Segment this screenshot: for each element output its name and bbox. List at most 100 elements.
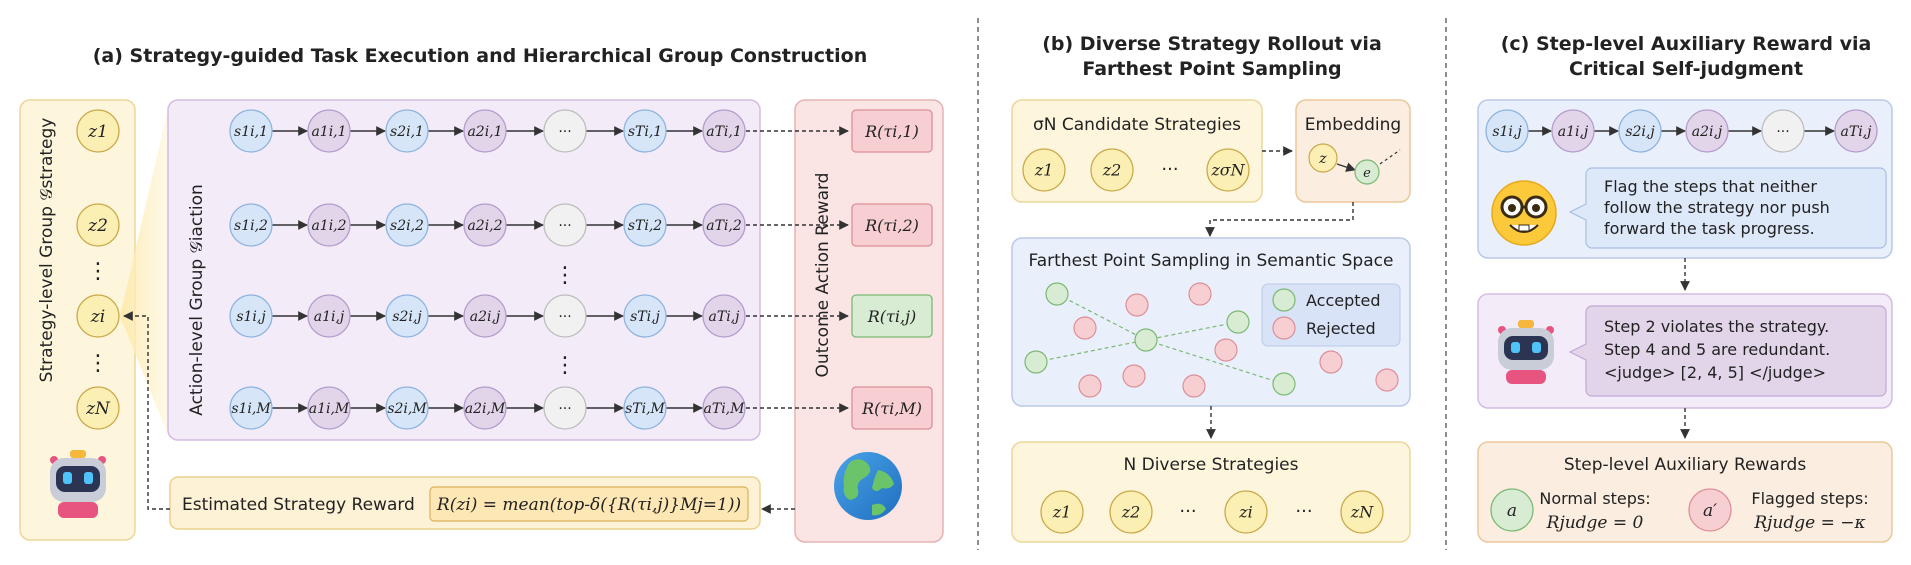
prompt-bubble xyxy=(1568,167,1887,249)
globe-icon xyxy=(834,452,902,520)
fps-rejected-point xyxy=(1182,374,1206,398)
candidate-node-1-text: z2 xyxy=(1102,161,1122,180)
action-node-3-1-text: a1i,M xyxy=(309,401,350,417)
action-node-1-2: s2i,2 xyxy=(385,203,429,247)
panel-b-title-line2: Farthest Point Sampling xyxy=(1082,58,1341,80)
fps-rejected-point xyxy=(1122,364,1146,388)
chain-node-0-text: s1i,j xyxy=(1492,124,1522,140)
action-node-3-3: a2i,M xyxy=(463,386,507,430)
fps-accepted-point xyxy=(1045,282,1069,306)
strategy-node-5: zN xyxy=(76,386,120,430)
strategy-node-3-text: zi xyxy=(90,307,105,327)
action-node-1-6: aTi,2 xyxy=(702,203,746,247)
diverse-label: N Diverse Strategies xyxy=(1124,455,1299,475)
prompt-line-2: follow the strategy nor push xyxy=(1604,198,1830,217)
diverse-node-3-text: zi xyxy=(1238,503,1253,522)
action-node-0-2: s2i,1 xyxy=(385,109,429,153)
normal-step-node xyxy=(1490,488,1534,532)
action-node-0-5: sTi,1 xyxy=(623,109,667,153)
diverse-node-0: z1 xyxy=(1040,490,1084,534)
diverse-node-5: zN xyxy=(1340,490,1384,534)
candidate-nodes: z1 z2 ··· zσN xyxy=(1022,148,1250,192)
action-node-2-0-text: s1i,j xyxy=(236,309,266,325)
strategy-node-0: z1 xyxy=(76,109,120,153)
reward-box-0 xyxy=(851,109,933,153)
strategy-node-5-text: zN xyxy=(85,399,111,419)
chain-node-4: ··· xyxy=(1761,109,1805,153)
embedding-z-node xyxy=(1308,143,1338,173)
action-node-3-0-text: s1i,M xyxy=(231,401,271,417)
action-node-0-5-text: sTi,1 xyxy=(628,124,662,140)
chain-node-3: a2i,j xyxy=(1685,109,1729,153)
action-node-2-3-text: a2i,j xyxy=(470,309,501,325)
candidate-node-3-text: zσN xyxy=(1210,161,1245,180)
agent-robot-icon xyxy=(50,450,106,518)
action-node-3-6-text: aTi,M xyxy=(704,401,746,417)
fps-accepted-point xyxy=(1134,328,1158,352)
candidates-label: σN Candidate Strategies xyxy=(1033,115,1241,135)
candidate-node-3: zσN xyxy=(1206,148,1250,192)
fps-rejected-point xyxy=(1214,338,1238,362)
action-node-2-4-text: ··· xyxy=(558,309,571,325)
reward-box-3 xyxy=(851,386,933,430)
flagged-step-formula: Rjudge = −κ xyxy=(1753,513,1865,533)
action-node-1-4-text: ··· xyxy=(558,218,571,234)
action-node-1-0-text: s1i,2 xyxy=(234,218,268,234)
diverse-node-0-text: z1 xyxy=(1052,503,1072,522)
action-node-0-1: a1i,1 xyxy=(307,109,351,153)
judge-robot-icon xyxy=(1498,320,1554,384)
action-node-1-1: a1i,2 xyxy=(307,203,351,247)
reward-box-2 xyxy=(851,294,933,338)
action-node-3-5: sTi,M xyxy=(623,386,667,430)
embedding-arrow xyxy=(1336,162,1356,172)
reward-text-1: R(τi,2) xyxy=(864,216,919,235)
action-node-1-5: sTi,2 xyxy=(623,203,667,247)
legend-rejected-swatch xyxy=(1272,316,1296,340)
rows-vdots-2: ⋮ xyxy=(554,353,576,378)
candidate-node-0: z1 xyxy=(1022,148,1066,192)
chain-node-1-text: a1i,j xyxy=(1558,124,1589,140)
fps-accepted-point xyxy=(1226,310,1250,334)
embedding-e-text: e xyxy=(1363,166,1371,181)
fps-rejected-point xyxy=(1188,282,1212,306)
action-node-1-5-text: sTi,2 xyxy=(628,218,662,234)
estimated-reward-label: Estimated Strategy Reward xyxy=(182,495,415,515)
fps-label: Farthest Point Sampling in Semantic Spac… xyxy=(1029,251,1394,271)
prompt-line-3: forward the task progress. xyxy=(1604,219,1815,238)
action-node-2-1: a1i,j xyxy=(307,294,351,338)
judge-bubble xyxy=(1568,305,1887,397)
flagged-step-node xyxy=(1688,488,1732,532)
diverse-dots-4: ··· xyxy=(1295,501,1312,522)
strategy-node-1: z2 xyxy=(76,203,120,247)
chain-node-5: aTi,j xyxy=(1834,109,1878,153)
focus-fan xyxy=(120,100,170,440)
embedding-label: Embedding xyxy=(1305,115,1401,135)
action-node-0-6-text: aTi,1 xyxy=(706,124,742,140)
action-node-0-0-text: s1i,1 xyxy=(234,124,268,140)
candidate-dots: ··· xyxy=(1161,159,1178,180)
fps-accepted-point xyxy=(1272,372,1296,396)
normal-step-formula: Rjudge = 0 xyxy=(1546,513,1644,533)
panel-b-title-line1: (b) Diverse Strategy Rollout via xyxy=(1042,33,1382,55)
action-node-0-2-text: s2i,1 xyxy=(390,124,424,140)
embedding-z-text: z xyxy=(1318,151,1327,167)
action-node-2-5: sTi,j xyxy=(623,294,667,338)
action-node-3-6: aTi,M xyxy=(702,386,746,430)
action-group-label: Action-level Group 𝒢iaction xyxy=(187,184,207,416)
action-node-0-6: aTi,1 xyxy=(702,109,746,153)
flagged-step-text: a′ xyxy=(1703,501,1717,521)
action-node-3-1: a1i,M xyxy=(307,386,351,430)
diverse-dots-2: ··· xyxy=(1179,501,1196,522)
flagged-step-label: Flagged steps: xyxy=(1751,489,1868,508)
action-node-3-2: s2i,M xyxy=(385,386,429,430)
judge-line-2: Step 4 and 5 are redundant. xyxy=(1604,340,1830,359)
strategy-vdots-4: ⋮ xyxy=(87,351,109,376)
estimate-to-strategy-arrow xyxy=(123,311,170,510)
candidate-node-1: z2 xyxy=(1090,148,1134,192)
action-node-3-3-text: a2i,M xyxy=(465,401,506,417)
chain-node-2-text: s2i,j xyxy=(1625,124,1655,140)
